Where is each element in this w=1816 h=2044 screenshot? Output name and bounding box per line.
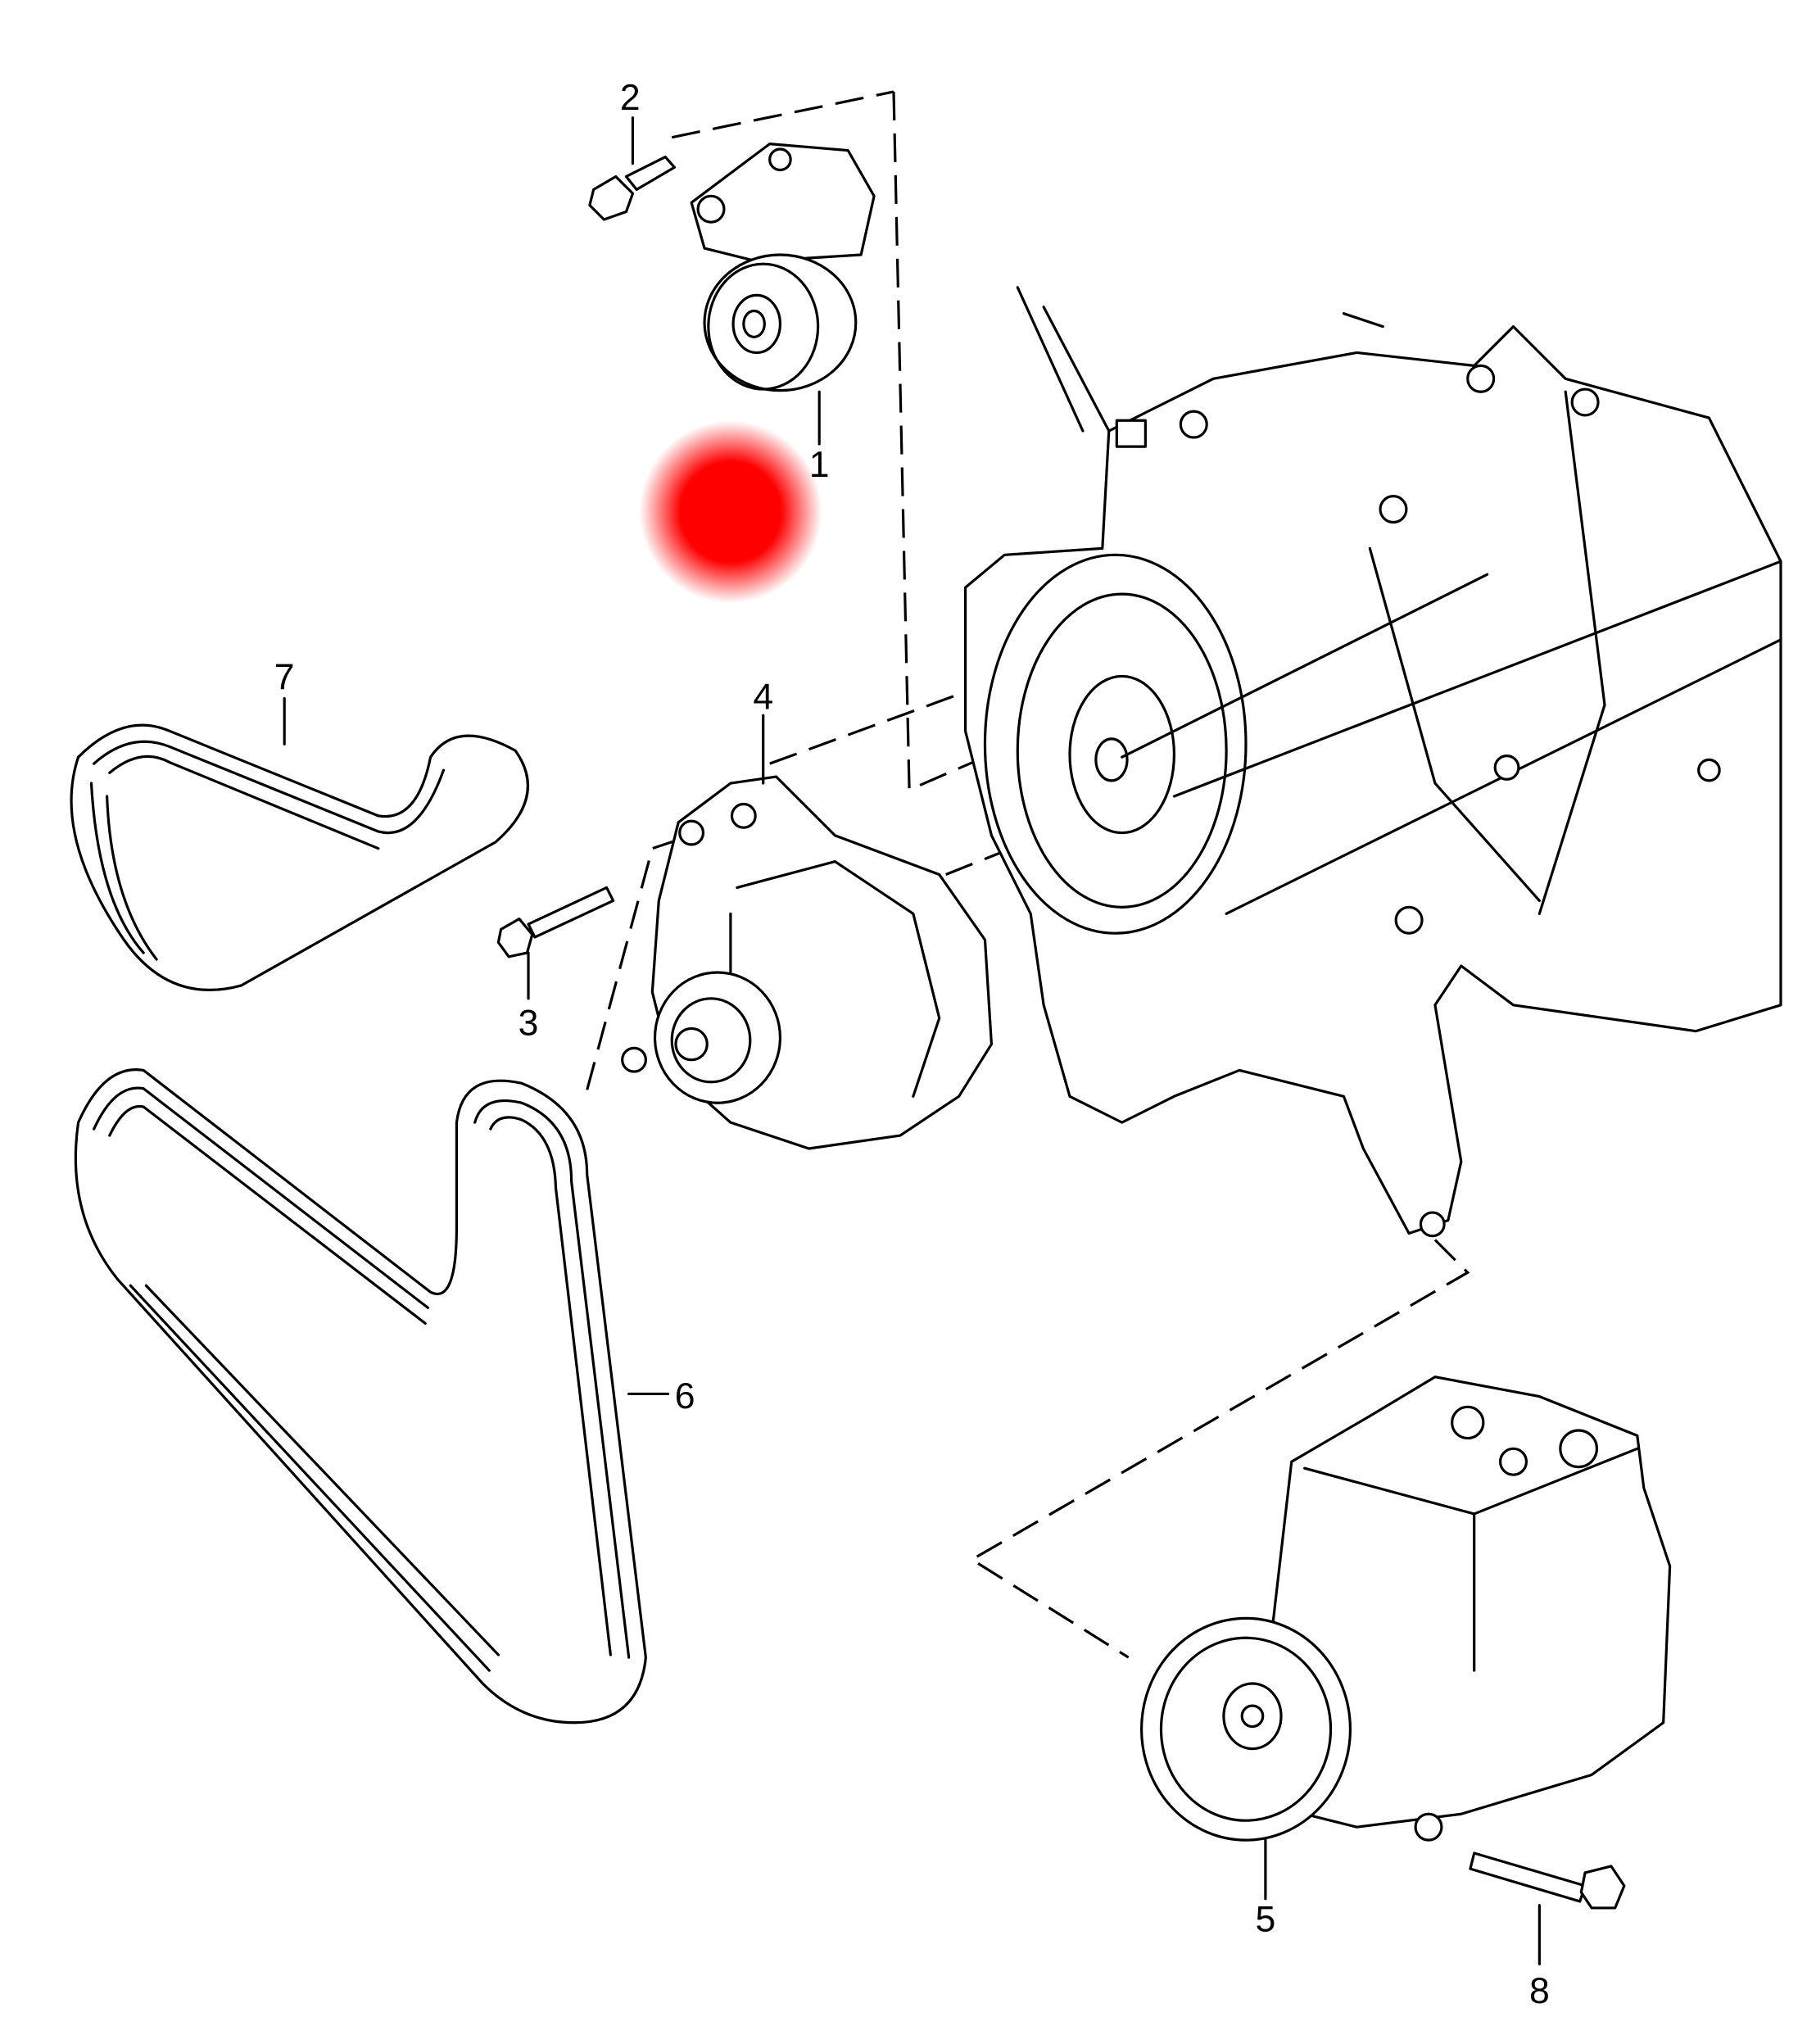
engine-block <box>963 286 1782 1238</box>
tensioner-bolt <box>588 155 677 221</box>
callout-7[interactable]: 7 <box>274 657 295 697</box>
callout-6[interactable]: 6 <box>675 1376 695 1416</box>
ribbed-belt-short <box>70 723 529 991</box>
highlight-marker <box>639 420 822 604</box>
compressor-bolt <box>1469 1851 1626 1910</box>
belt-tensioner <box>690 143 876 392</box>
callout-3[interactable]: 3 <box>519 1003 539 1043</box>
alternator <box>621 775 994 1150</box>
leader-lines <box>283 116 1541 1966</box>
callout-5[interactable]: 5 <box>1255 1900 1275 1940</box>
callout-8[interactable]: 8 <box>1529 1971 1550 2011</box>
ac-compressor <box>1139 1376 1672 1842</box>
alternator-bolt <box>496 886 615 959</box>
callout-4[interactable]: 4 <box>753 677 773 717</box>
callout-2[interactable]: 2 <box>620 78 641 118</box>
callout-1[interactable]: 1 <box>809 445 830 485</box>
ribbed-belt-long <box>74 1068 647 1724</box>
